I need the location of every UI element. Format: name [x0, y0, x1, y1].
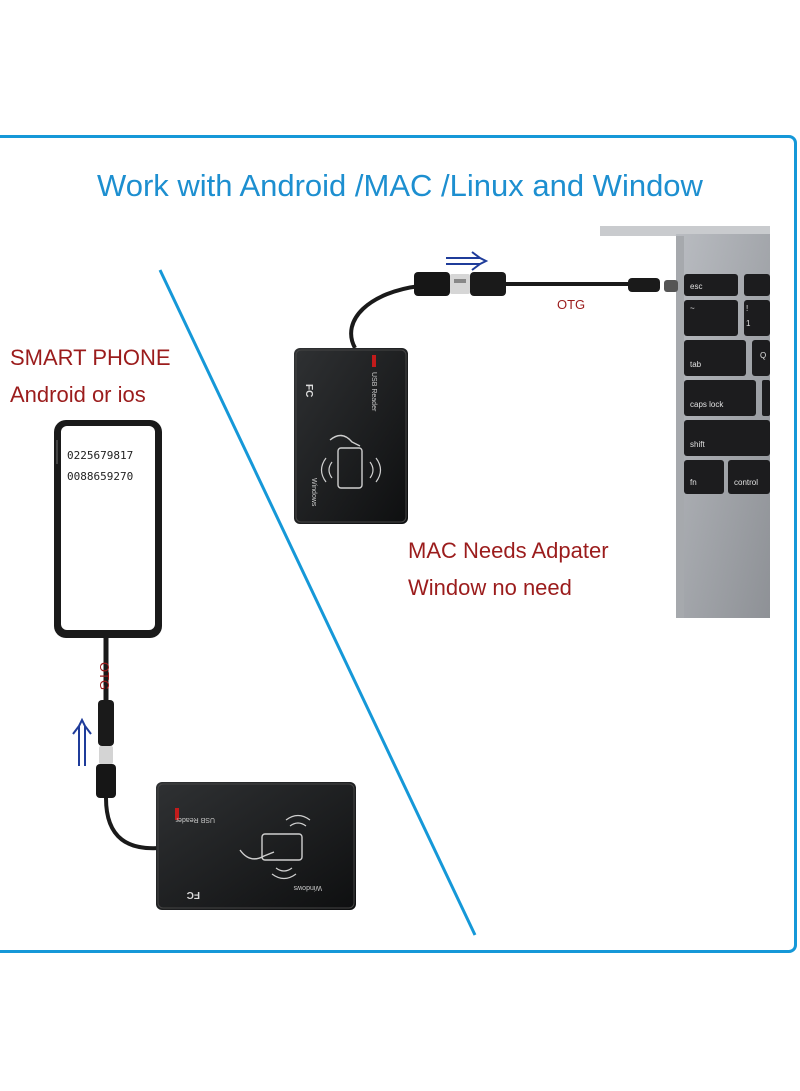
usb-c-plug: [628, 278, 660, 292]
svg-text:FC: FC: [303, 384, 314, 397]
key-esc: [684, 274, 738, 296]
key-control: [728, 460, 770, 494]
key-caps-lock: [684, 380, 756, 416]
svg-text:shift: shift: [690, 440, 705, 449]
svg-text:Windows: Windows: [293, 884, 322, 891]
smartphone: [54, 420, 162, 851]
phone-heading-line-2: Android or ios: [10, 382, 146, 407]
svg-text:!: !: [746, 304, 748, 313]
key-one: [744, 300, 770, 336]
laptop: esc ~ ! 1 tab Q caps lock shift fn contr…: [600, 226, 770, 618]
svg-text:Windows: Windows: [310, 478, 317, 507]
svg-text:esc: esc: [690, 282, 702, 291]
svg-text:USB Reader: USB Reader: [370, 372, 377, 412]
usb-reader-bottom: USB Reader Windows FC: [156, 782, 356, 910]
svg-text:caps lock: caps lock: [690, 400, 724, 409]
keyboard-keys: esc ~ ! 1 tab Q caps lock shift fn contr…: [684, 274, 770, 494]
key-tab: [684, 340, 746, 376]
usb-a-plug: [96, 764, 116, 798]
otg-adapter: [98, 700, 114, 746]
arrow-up-icon: [72, 717, 92, 766]
mac-note-line-1: MAC Needs Adpater: [408, 538, 609, 563]
phone-screen-line-1: 0225679817: [67, 449, 134, 462]
key-fn: [684, 460, 724, 494]
mac-note-line-2: Window no need: [408, 575, 572, 600]
otg-adapter: [470, 272, 506, 296]
svg-text:1: 1: [746, 319, 751, 328]
svg-text:~: ~: [690, 304, 695, 313]
divider-line: [158, 269, 477, 936]
mac-otg-label: OTG: [557, 297, 586, 312]
usb-reader-top: USB Reader Windows FC: [294, 272, 660, 524]
svg-text:USB Reader: USB Reader: [175, 816, 215, 823]
phone-heading-line-1: SMART PHONE: [10, 345, 171, 370]
key-shift: [684, 420, 770, 456]
svg-text:Q: Q: [760, 351, 766, 360]
diagram-title: Work with Android /MAC /Linux and Window: [97, 168, 703, 203]
diagram-frame: [0, 135, 797, 953]
svg-text:control: control: [734, 478, 758, 487]
svg-text:FC: FC: [187, 889, 200, 900]
usb-a-plug: [414, 272, 450, 296]
arrow-right-icon: [446, 251, 489, 271]
svg-text:fn: fn: [690, 478, 697, 487]
phone-screen-line-2: 0088659270: [67, 470, 134, 483]
phone-otg-label: OTG: [97, 662, 112, 691]
key-q: [752, 340, 770, 376]
key-tilde: [684, 300, 738, 336]
svg-text:tab: tab: [690, 360, 702, 369]
